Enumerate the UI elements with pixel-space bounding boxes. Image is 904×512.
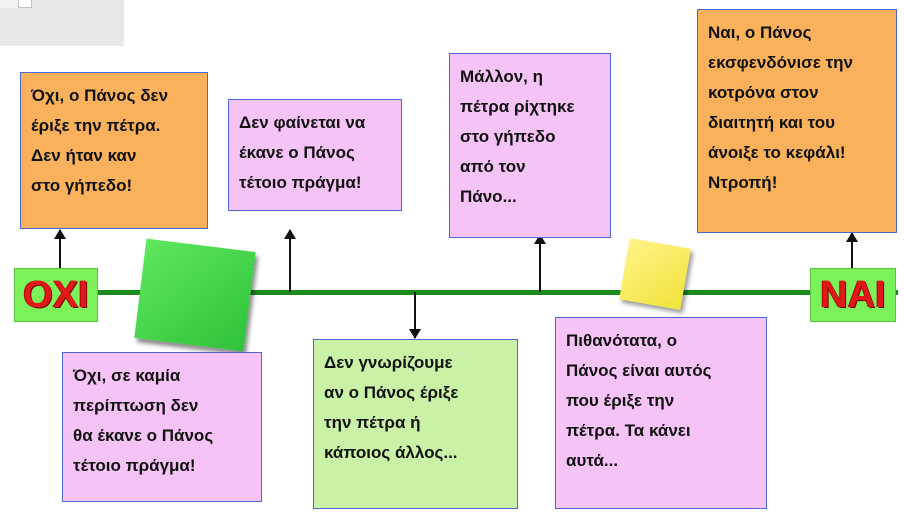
box-line: την πέτρα ή xyxy=(324,413,421,432)
box-line: Δεν φαίνεται να xyxy=(239,113,366,132)
box-most-likely: Πιθανότατα, ο Πάνος είναι αυτός που έριξ… xyxy=(555,317,767,509)
box-line: Μάλλον, η xyxy=(460,67,543,86)
box-line: περίπτωση δεν xyxy=(73,396,199,415)
end-label-yes: ΝΑΙ xyxy=(810,268,896,322)
box-line: που έριξε την xyxy=(566,391,675,410)
box-line: Ντροπή! xyxy=(708,173,778,192)
box-line: αυτά... xyxy=(566,451,619,470)
box-line: τέτοιο πράγμα! xyxy=(239,173,362,192)
box-line: άνοιξε το κεφάλι! xyxy=(708,143,846,162)
arrow-up-1 xyxy=(54,229,66,268)
box-line: πέτρα ρίχτηκε xyxy=(460,97,575,116)
box-unknown: Δεν γνωρίζουμε αν ο Πάνος έριξε την πέτρ… xyxy=(313,339,518,509)
end-label-no: ΟΧΙ xyxy=(14,268,98,322)
box-line: Όχι, ο Πάνος δεν xyxy=(31,86,169,105)
corner-panel xyxy=(0,0,18,8)
sticky-note-green xyxy=(134,238,256,352)
box-line: στο γήπεδο! xyxy=(31,176,133,195)
box-line: Πάνος είναι αυτός xyxy=(566,361,712,380)
box-yes-certain: Ναι, ο Πάνος εκσφενδόνισε την κοτρόνα στ… xyxy=(697,9,897,233)
arrow-up-2 xyxy=(284,229,296,292)
box-line: Ναι, ο Πάνος xyxy=(708,23,812,42)
arrow-down-1 xyxy=(409,292,421,339)
sticky-note-yellow xyxy=(619,238,691,310)
box-unlikely: Δεν φαίνεται να έκανε ο Πάνος τέτοιο πρά… xyxy=(228,99,402,211)
box-line: έκανε ο Πάνος xyxy=(239,143,355,162)
box-line: πέτρα. Τα κάνει xyxy=(566,421,691,440)
box-no-certain: Όχι, ο Πάνος δεν έριξε την πέτρα. Δεν ήτ… xyxy=(20,72,208,229)
box-line: Δεν γνωρίζουμε xyxy=(324,353,453,372)
box-line: έριξε την πέτρα. xyxy=(31,116,161,135)
box-line: διαιτητή και του xyxy=(708,113,836,132)
corner-window-fragment xyxy=(0,0,124,46)
box-line: εκσφενδόνισε την xyxy=(708,53,854,72)
box-line: από τον xyxy=(460,157,526,176)
box-line: Πιθανότατα, ο xyxy=(566,331,677,350)
box-line: Δεν ήταν καν xyxy=(31,146,137,165)
box-line: Πάνο... xyxy=(460,187,517,206)
arrow-up-4 xyxy=(846,232,858,268)
arrow-up-3 xyxy=(534,234,546,292)
timeline-line xyxy=(18,290,898,295)
box-no-way: Όχι, σε καμία περίπτωση δεν θα έκανε ο Π… xyxy=(62,352,262,502)
box-line: κοτρόνα στον xyxy=(708,83,819,102)
box-line: αν ο Πάνος έριξε xyxy=(324,383,459,402)
box-line: κάποιος άλλος... xyxy=(324,443,458,462)
box-line: τέτοιο πράγμα! xyxy=(73,456,196,475)
box-line: θα έκανε ο Πάνος xyxy=(73,426,214,445)
corner-control xyxy=(18,0,32,8)
box-line: Όχι, σε καμία xyxy=(73,366,181,385)
box-line: στο γήπεδο xyxy=(460,127,556,146)
box-probably: Μάλλον, η πέτρα ρίχτηκε στο γήπεδο από τ… xyxy=(449,53,611,238)
